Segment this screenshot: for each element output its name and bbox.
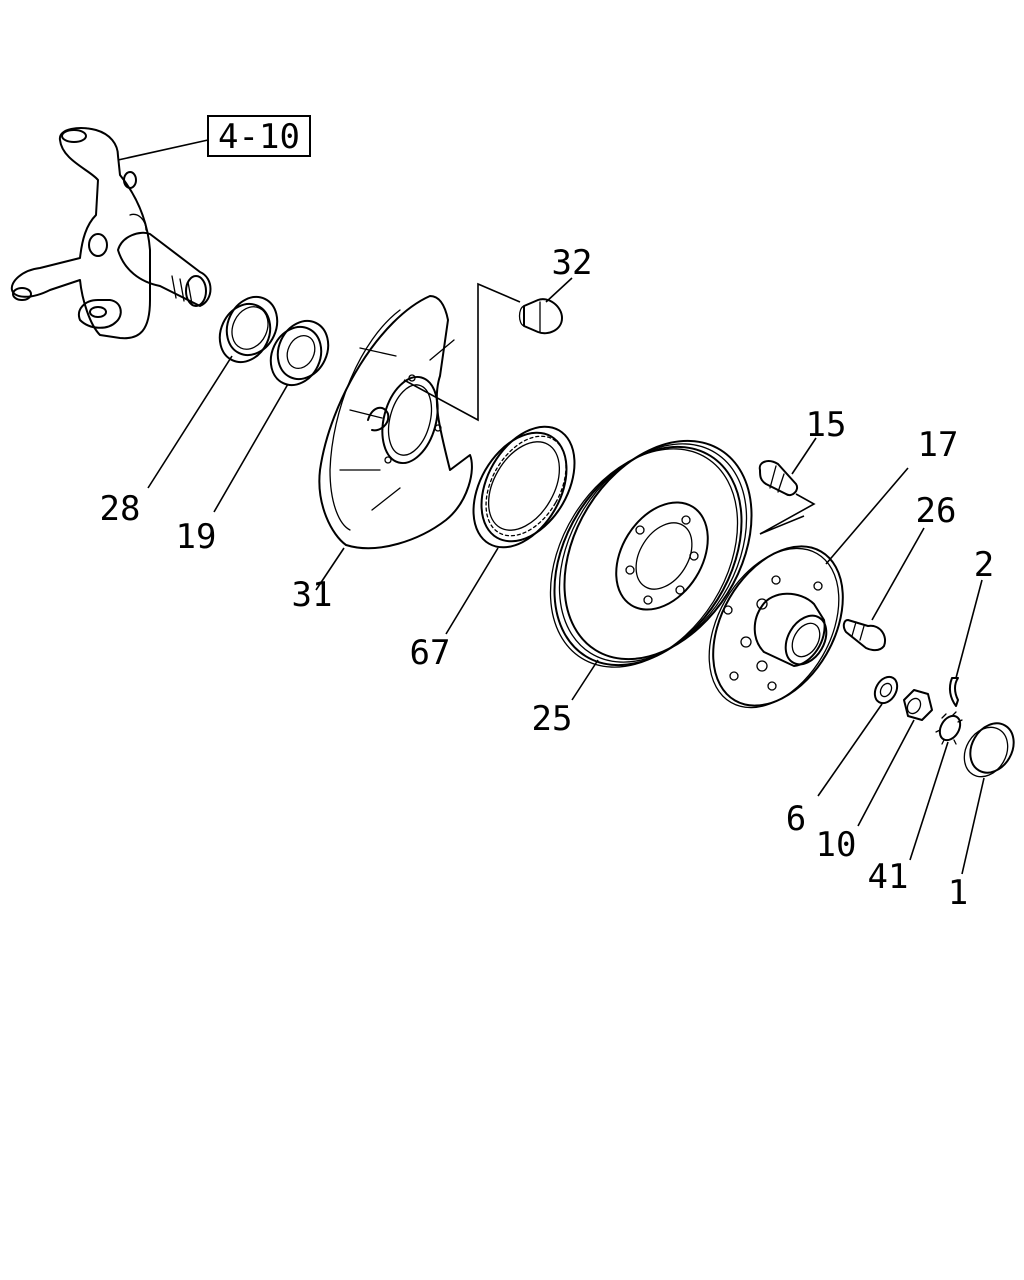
brake-disc-25: 25 [532, 439, 753, 739]
callout-32: 32 [552, 243, 593, 283]
bearing-19: 19 [176, 319, 330, 557]
callout-26: 26 [916, 491, 957, 531]
callout-15: 15 [806, 405, 847, 445]
callout-6: 6 [786, 799, 806, 839]
nut-10: 10 [816, 689, 933, 865]
callout-31: 31 [292, 575, 333, 615]
washer-6: 6 [786, 675, 899, 839]
steering-knuckle [10, 127, 212, 340]
oil-seal-28: 28 [100, 295, 279, 529]
hub-bolt-15: 15 [758, 405, 847, 535]
dust-shield-31: 31 [292, 295, 473, 615]
wheel-hub-17: 17 [708, 425, 959, 709]
callout-17: 17 [918, 425, 959, 465]
callout-1: 1 [948, 873, 968, 913]
callout-41: 41 [868, 857, 909, 897]
bearing-67: 67 [410, 425, 576, 673]
reference-box-text: 4-10 [218, 117, 300, 157]
callout-19: 19 [176, 517, 217, 557]
grease-cap-1: 1 [948, 722, 1015, 913]
cotter-pin-2: 2 [948, 545, 994, 707]
callout-25: 25 [532, 699, 573, 739]
callout-10: 10 [816, 825, 857, 865]
reference-box-4-10: 4-10 [117, 115, 311, 161]
callout-67: 67 [410, 633, 451, 673]
bolt-26: 26 [842, 491, 957, 652]
lock-cap-41: 41 [868, 711, 963, 897]
callout-2: 2 [974, 545, 994, 585]
callout-28: 28 [100, 489, 141, 529]
bolt-32: 32 [403, 243, 593, 422]
